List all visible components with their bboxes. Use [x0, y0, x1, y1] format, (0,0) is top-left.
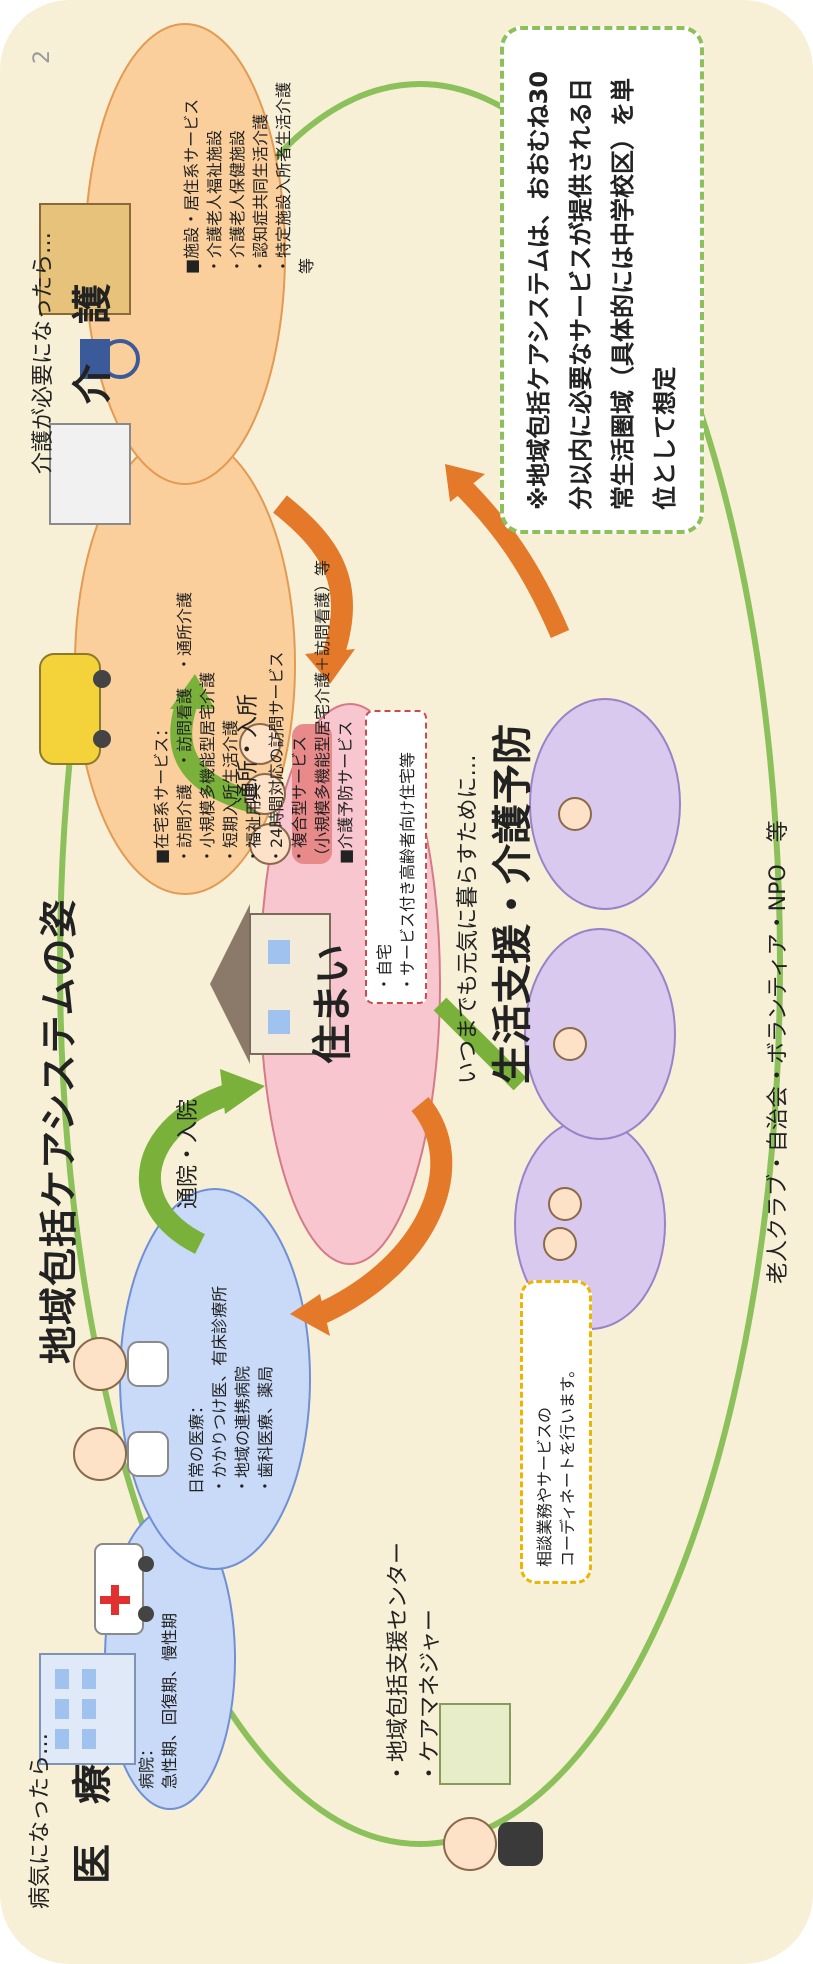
care-trigger: 介護が必要になったら… [31, 231, 56, 474]
facility-care-item-2: ・介護老人保健施設 [228, 129, 247, 274]
arrow-prevention-to-housing [433, 997, 527, 1091]
house-icon [210, 904, 331, 1064]
home-care-item-3: ・短期入所生活介護 [221, 719, 240, 864]
housing-item-home: ・自宅 [375, 943, 394, 992]
support-center-labels: ・地域包括支援センター ・ケアマネジャー [380, 1464, 444, 1784]
support-center-bubble-line-2: コーディネートを行います。 [558, 1361, 577, 1567]
housing-item-serviced: ・サービス付き高齢者向け住宅等 [398, 751, 417, 992]
prevention-services-heading: ■介護予防サービス [336, 720, 355, 864]
daily-medical-item-1: ・かかりつけ医、有床診療所 [210, 1285, 229, 1494]
prevention-actors: 老人クラブ・自治会・ボランティア・NPO 等 [766, 820, 791, 1284]
support-center-bubble: 相談業務やサービスの コーディネートを行います。 [520, 1280, 592, 1584]
arrow-medical-to-housing [315, 1096, 453, 1325]
facility-care-heading: ■施設・居住系サービス [182, 98, 201, 274]
arrow-housing-to-care [170, 689, 263, 815]
hospital-building-icon [39, 1653, 136, 1765]
support-center-label: ・地域包括支援センター [386, 1541, 411, 1784]
daily-medical-text: 日常の医療： ・かかりつけ医、有床診療所 ・地域の連携病院 ・歯科医療、薬局 [185, 1224, 277, 1494]
medical-trigger: 病気になったら… [28, 1732, 53, 1909]
facility-care-item-1: ・介護老人福祉施設 [205, 129, 224, 274]
hospital-stages: 急性期、回復期、慢性期 [160, 1612, 179, 1789]
home-care-item-6: ・複合型サービス [290, 735, 309, 864]
care-facility-icon [39, 203, 131, 525]
facility-care-item-etc: 等 [297, 257, 316, 274]
note-line-2: 分以内に必要なサービスが提供される日 [567, 78, 595, 510]
ambulance-icon [94, 1543, 154, 1635]
housing-heading: 住まい [310, 944, 356, 1064]
hospital-label: 病院： [137, 1740, 156, 1789]
facility-care-item-4: ・特定施設入所者生活介護 [274, 81, 293, 274]
facility-care-services: ■施設・居住系サービス ・介護老人福祉施設 ・介護老人保健施設 ・認知症共同生活… [180, 14, 318, 274]
page-number: 2 [30, 50, 55, 64]
housing-items-box: ・自宅 ・サービス付き高齢者向け住宅等 [365, 710, 427, 1004]
daily-medical-item-2: ・地域の連携病院 [233, 1365, 252, 1494]
note-mark: ※ [525, 486, 553, 510]
home-care-item-7: （小規模多機能型居宅介護＋訪問看護）等 [313, 559, 332, 864]
home-care-item-1: ・訪問介護 ・訪問看護 ・通所介護 [175, 591, 194, 864]
daily-medical-label: 日常の医療： [187, 1397, 206, 1494]
prevention-ellipse-3 [529, 698, 681, 910]
home-care-heading: ■在宅系サービス： [152, 720, 171, 864]
home-care-services: ■在宅系サービス： ・訪問介護 ・訪問看護 ・通所介護 ・小規模多機能型居宅介護… [150, 444, 357, 864]
nurse-icon [73, 1337, 169, 1391]
medical-heading: 医 療 [70, 1764, 116, 1884]
note-box: ※地域包括ケアシステムは、おおむね30 分以内に必要なサービスが提供される日 常… [500, 26, 704, 534]
prevention-ellipse-2 [524, 928, 676, 1140]
medical-flow-label: 通院・入院 [176, 1098, 201, 1209]
note-line-1: ※地域包括ケアシステムは、おおむね30 [518, 50, 560, 510]
prevention-heading: 生活支援・介護予防 [490, 724, 536, 1084]
home-care-item-5: ・24時間対応の訪問サービス [267, 651, 286, 864]
daily-medical-item-3: ・歯科医療、薬局 [256, 1365, 275, 1494]
arrow-prevention-to-care [452, 476, 570, 638]
care-heading: 介 護 [70, 284, 116, 404]
care-manager-label: ・ケアマネジャー [418, 1609, 443, 1784]
support-center-bubble-line-1: 相談業務やサービスの [535, 1406, 554, 1567]
community-circle [57, 81, 783, 1847]
home-care-item-4: ・福祉用具 [244, 783, 263, 864]
seniors-icon [543, 797, 592, 1261]
home-care-item-2: ・小規模多機能型居宅介護 [198, 671, 217, 864]
wheelchair-icon [80, 339, 140, 379]
doctor-icon [73, 1427, 169, 1481]
family-icon [239, 723, 332, 865]
arrow-housing-to-medical [138, 1083, 234, 1254]
hospital-text: 病院： 急性期、回復期、慢性期 [135, 1569, 181, 1789]
page-title: 地域包括ケアシステムの姿 [37, 898, 81, 1364]
note-line-4: 位として想定 [651, 366, 679, 510]
note-text-1: 地域包括ケアシステムは、おおむね30 [525, 70, 553, 487]
care-manager-icon [443, 1817, 543, 1871]
arrow-care-to-housing [273, 495, 353, 668]
note-line-3: 常生活圏域（具体的には中学校区）を単 [609, 78, 637, 510]
prevention-lead: いつまでも元気に暮らすために… [456, 754, 481, 1084]
care-van-icon [39, 653, 111, 765]
facility-care-item-3: ・認知症共同生活介護 [251, 113, 270, 274]
support-center-building-icon [439, 1703, 511, 1785]
